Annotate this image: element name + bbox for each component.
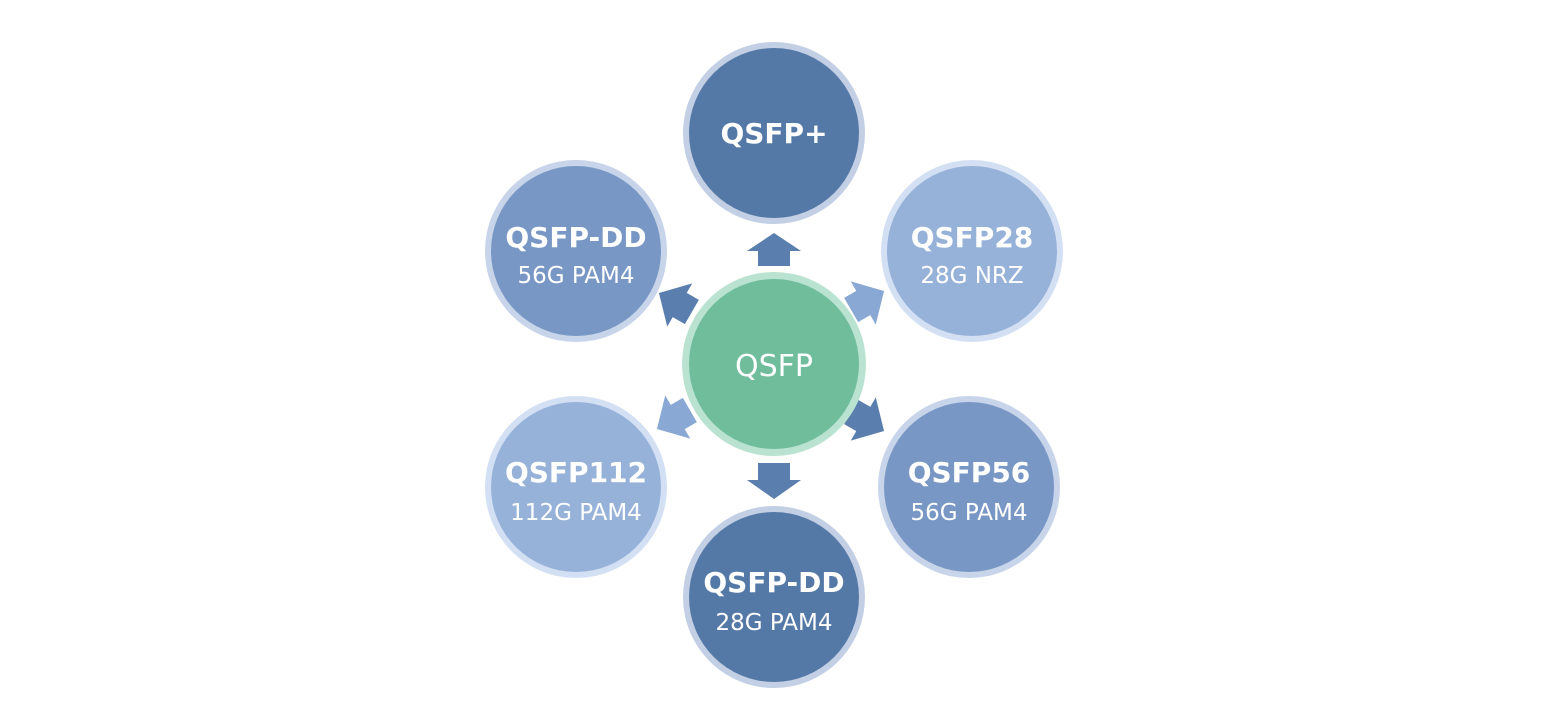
node-subtitle: 56G PAM4	[910, 500, 1027, 526]
arrow-lower-left-icon	[656, 395, 697, 439]
node-qsfp28: QSFP28 28G NRZ	[881, 160, 1063, 342]
node-subtitle: 56G PAM4	[517, 263, 634, 289]
node-circle	[689, 512, 859, 682]
node-qsfp-dd-28g: QSFP-DD 28G PAM4	[683, 506, 865, 688]
center-node-circle	[689, 279, 859, 449]
arrow-upper-left-icon	[658, 283, 699, 327]
node-qsfp-dd-56g: QSFP-DD 56G PAM4	[485, 160, 667, 342]
center-node: QSFP	[682, 272, 866, 456]
node-subtitle: 28G PAM4	[715, 610, 832, 636]
node-subtitle: 112G PAM4	[510, 500, 642, 526]
node-subtitle: 28G NRZ	[920, 263, 1023, 289]
node-qsfp112: QSFP112 112G PAM4	[485, 396, 667, 578]
node-title: QSFP-DD	[505, 221, 646, 254]
node-title: QSFP112	[505, 456, 647, 489]
center-node-label: QSFP	[735, 349, 813, 384]
node-circle	[491, 166, 661, 336]
arrow-upper-right-icon	[844, 281, 885, 325]
node-qsfp56: QSFP56 56G PAM4	[878, 396, 1060, 578]
node-circle	[689, 48, 859, 218]
arrow-up-icon	[747, 233, 801, 266]
node-qsfp-plus: QSFP+	[683, 42, 865, 224]
node-title: QSFP56	[908, 456, 1031, 489]
node-circle	[491, 402, 661, 572]
node-circle	[887, 166, 1057, 336]
node-title: QSFP28	[911, 221, 1034, 254]
node-circle	[884, 402, 1054, 572]
arrow-down-icon	[747, 463, 801, 499]
node-title: QSFP+	[720, 117, 827, 150]
node-title: QSFP-DD	[703, 566, 844, 599]
